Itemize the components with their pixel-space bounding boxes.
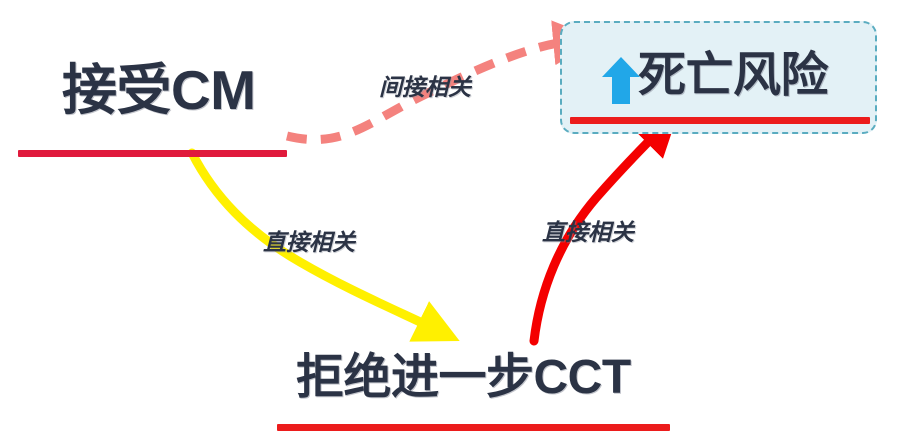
edge-label-direct-right: 直接相关 <box>542 219 634 245</box>
up-arrow-icon <box>602 57 640 104</box>
edge-indirect-arrow <box>285 20 599 145</box>
node-refuse-further-cct-label: 拒绝进一步CCT <box>296 351 631 404</box>
node-death-risk-label: 死亡风险 <box>638 49 829 102</box>
edge-direct-left-arrow <box>187 148 460 342</box>
edge-direct-right-arrow <box>529 111 679 346</box>
node-death-risk-underline <box>570 117 870 124</box>
node-accept-cm-underline <box>18 150 287 157</box>
node-accept-cm-label: 接受CM <box>62 59 256 121</box>
edge-label-direct-left: 直接相关 <box>263 229 355 255</box>
edge-label-indirect: 间接相关 <box>379 74 471 100</box>
node-refuse-further-cct-underline <box>277 424 670 431</box>
